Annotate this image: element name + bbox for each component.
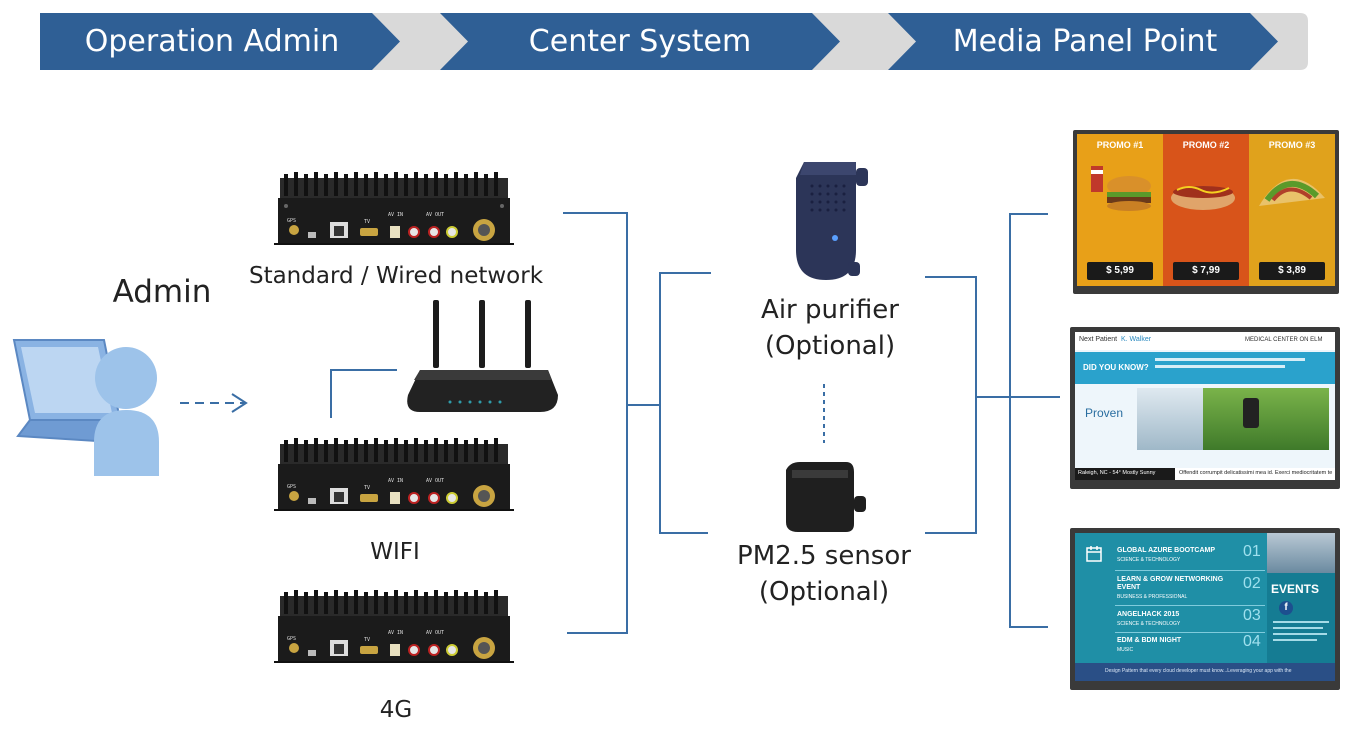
price-tag-3: [1259, 262, 1325, 280]
events-photo: [1267, 533, 1335, 573]
event-4-sub: MUSIC: [1117, 647, 1134, 653]
events-side-text-3: [1273, 633, 1327, 635]
menu-col-3: [1249, 134, 1335, 286]
promo-1-price: $ 5,99: [1106, 265, 1134, 276]
port-av-in-1: AV IN: [388, 212, 404, 218]
facebook-icon: f: [1279, 601, 1293, 615]
info-line-b: [1155, 365, 1285, 368]
port-gps-2: GPS: [287, 484, 297, 490]
doctor-image: [1137, 388, 1203, 450]
pm25-sensor-optional: (Optional): [758, 577, 890, 607]
chevron-center-system: [440, 13, 840, 70]
port-gps-3: GPS: [287, 636, 297, 642]
events-side-text-2: [1273, 627, 1323, 629]
event-2-sub: BUSINESS & PROFESSIONAL: [1117, 594, 1188, 600]
events-side-text-1: [1273, 621, 1329, 623]
phone-device: [1243, 398, 1259, 428]
port-av-out-2: AV OUT: [426, 478, 445, 484]
ticker-location: Raleigh, NC - 54° Mostly Sunny: [1078, 470, 1156, 476]
event-divider-1: [1115, 570, 1265, 571]
ticker-location-bg: [1075, 468, 1175, 480]
bracket-center-right: [925, 276, 977, 534]
bracket-center-left: [659, 272, 711, 534]
air-purifier-label: Air purifier: [761, 295, 899, 325]
device-standard-label: Standard / Wired network: [248, 263, 544, 289]
chevron-operation-admin: [40, 13, 400, 70]
router-link: [330, 369, 397, 418]
promo-3-title: PROMO #3: [1268, 140, 1316, 150]
event-2-num: 02: [1243, 575, 1261, 592]
proven-text: Proven: [1085, 406, 1124, 420]
did-you-know-band: [1075, 352, 1335, 384]
chevron-media-panel-point: [888, 13, 1278, 70]
port-tv-1: TV: [364, 219, 371, 225]
admin-arrow: [180, 393, 248, 413]
events-footer: [1075, 663, 1335, 681]
next-patient-label: Next Patient: [1079, 336, 1118, 343]
ticker-text: Offendit corrumpit delicatissimi mea id.…: [1179, 470, 1333, 476]
medical-topbar: [1075, 332, 1335, 350]
events-screen: GLOBAL AZURE BOOTCAMP SCIENCE & TECHNOLO…: [1075, 533, 1335, 681]
event-3-title: ANGELHACK 2015: [1117, 611, 1180, 618]
did-you-know: DID YOU KNOW?: [1083, 363, 1149, 372]
event-1-num: 01: [1243, 543, 1261, 560]
burger-icon: [1091, 166, 1151, 211]
port-av-out-3: AV OUT: [426, 630, 445, 636]
events-side-text-4: [1273, 639, 1317, 641]
calendar-icon: [1086, 546, 1102, 562]
event-1-sub: SCIENCE & TECHNOLOGY: [1117, 557, 1181, 563]
promo-2-title: PROMO #2: [1182, 140, 1230, 150]
port-av-in-3: AV IN: [388, 630, 404, 636]
info-line-a: [1155, 358, 1305, 361]
step-center-system: Center System: [528, 24, 752, 59]
medical-screen: Next Patient K. Walker MEDICAL CENTER ON…: [1075, 332, 1335, 480]
event-3-sub: SCIENCE & TECHNOLOGY: [1117, 621, 1181, 627]
promo-2-price: $ 7,99: [1192, 265, 1220, 276]
port-av-in-2: AV IN: [388, 478, 404, 484]
event-1-title: GLOBAL AZURE BOOTCAMP: [1117, 547, 1215, 554]
event-4-num: 04: [1243, 633, 1261, 650]
bracket-panels: [1009, 213, 1048, 628]
admin-label: Admin: [112, 274, 212, 310]
events-footer-text: Design Pattern that every cloud develope…: [1105, 668, 1292, 674]
port-av-out-1: AV OUT: [426, 212, 445, 218]
taco-icon: [1259, 178, 1325, 206]
promo-3-price: $ 3,89: [1278, 265, 1306, 276]
events-side-title: EVENTS: [1271, 582, 1320, 596]
process-header: [40, 13, 1308, 70]
event-4-title: EDM & BDM NIGHT: [1117, 637, 1182, 644]
device-4g-label: 4G: [379, 697, 413, 723]
price-tag-1: [1087, 262, 1153, 280]
step-media-panel-point: Media Panel Point: [952, 24, 1218, 59]
menu-col-2: [1163, 134, 1249, 286]
panel-medical-display: Next Patient K. Walker MEDICAL CENTER ON…: [1070, 327, 1340, 489]
panel-events-display: GLOBAL AZURE BOOTCAMP SCIENCE & TECHNOLO…: [1070, 528, 1340, 690]
price-tag-2: [1173, 262, 1239, 280]
event-2-title: LEARN & GROW NETWORKING EVENT: [1117, 576, 1224, 591]
panel-menu-display: PROMO #1 PROMO #2 PROMO #3 $ 5,99 $ 7,99…: [1073, 130, 1339, 294]
promo-1-title: PROMO #1: [1096, 140, 1144, 150]
patient-name: K. Walker: [1121, 336, 1152, 343]
event-divider-3: [1115, 632, 1265, 633]
air-purifier-optional: (Optional): [764, 331, 896, 361]
step-operation-admin: Operation Admin: [84, 24, 340, 59]
medical-center-name: MEDICAL CENTER ON ELM: [1245, 337, 1323, 343]
port-gps-1: GPS: [287, 218, 297, 224]
pm25-sensor-label: PM2.5 sensor: [737, 541, 911, 571]
event-3-num: 03: [1243, 607, 1261, 624]
port-tv-3: TV: [364, 637, 371, 643]
hotdog-icon: [1171, 186, 1235, 210]
port-tv-2: TV: [364, 485, 371, 491]
bracket-devices: [563, 212, 628, 634]
phone-image: [1203, 388, 1329, 450]
event-divider-2: [1115, 605, 1265, 606]
device-wifi-label: WIFI: [370, 539, 420, 565]
